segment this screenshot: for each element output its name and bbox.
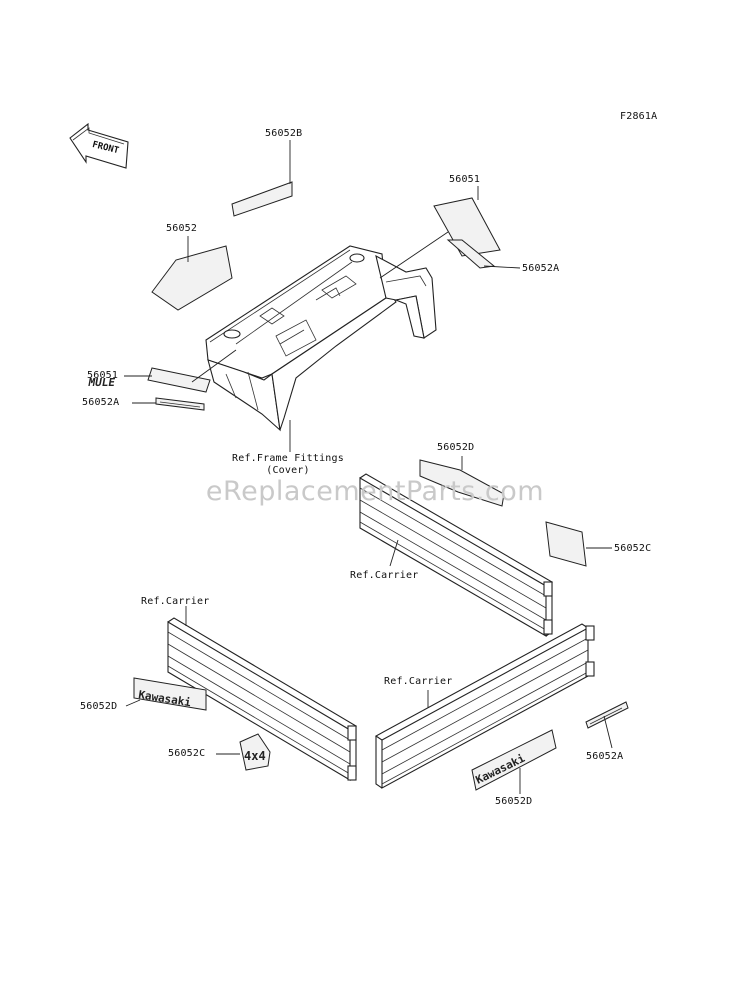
- label-56052A-right: 56052A: [522, 263, 560, 274]
- label-56052D-bottom: 56052D: [495, 796, 533, 807]
- label-56052C-right: 56052C: [614, 543, 652, 554]
- label-ref-carrier-rear: Ref.Carrier: [350, 570, 419, 581]
- decal-56051-top: [433, 197, 501, 257]
- carrier-right-side: [374, 623, 595, 789]
- decal-56052C-4x4: 4x4: [239, 733, 271, 771]
- carrier-left-side: [167, 617, 358, 781]
- watermark: eReplacementParts.com: [205, 476, 545, 507]
- frame-cover: [205, 245, 437, 432]
- front-arrow-icon: FRONT: [69, 122, 129, 169]
- decal-56051-mule: MULE: [87, 367, 211, 393]
- label-ref-frame-fittings-line1: Ref.Frame Fittings: [232, 453, 344, 464]
- decal-56052D-kawasaki-right: Kawasaki: [471, 729, 557, 791]
- decal-56052A-lower: [585, 701, 629, 729]
- label-56052-top: 56052: [166, 223, 198, 234]
- figure-code: F2861A: [620, 111, 658, 122]
- label-56052C-left: 56052C: [168, 748, 206, 759]
- label-56052A-lower: 56052A: [586, 751, 624, 762]
- decal-56052-top: [151, 245, 233, 311]
- decal-56052B: [231, 181, 293, 217]
- label-56052B: 56052B: [265, 128, 303, 139]
- label-ref-frame-fittings-line2: (Cover): [266, 465, 310, 476]
- label-56051-top: 56051: [449, 174, 481, 185]
- label-ref-carrier-left: Ref.Carrier: [141, 596, 210, 607]
- carrier-rear-gate: [359, 473, 554, 637]
- label-ref-frame-fittings: Ref.Frame Fittings (Cover): [218, 453, 358, 477]
- label-56051-left: 56051: [87, 370, 119, 381]
- label-56052D-mid: 56052D: [437, 442, 475, 453]
- decal-56052A-left: [155, 397, 205, 411]
- decal-56052A-right: [446, 239, 496, 269]
- decal-56052C-right: [545, 521, 587, 567]
- label-56052D-left: 56052D: [80, 701, 118, 712]
- label-56052A-left: 56052A: [82, 397, 120, 408]
- decal-56052D-mid: [419, 459, 505, 507]
- four-by-four-decal-text: 4x4: [244, 749, 266, 763]
- label-ref-carrier-right: Ref.Carrier: [384, 676, 453, 687]
- mule-decal-text: MULE: [87, 376, 116, 389]
